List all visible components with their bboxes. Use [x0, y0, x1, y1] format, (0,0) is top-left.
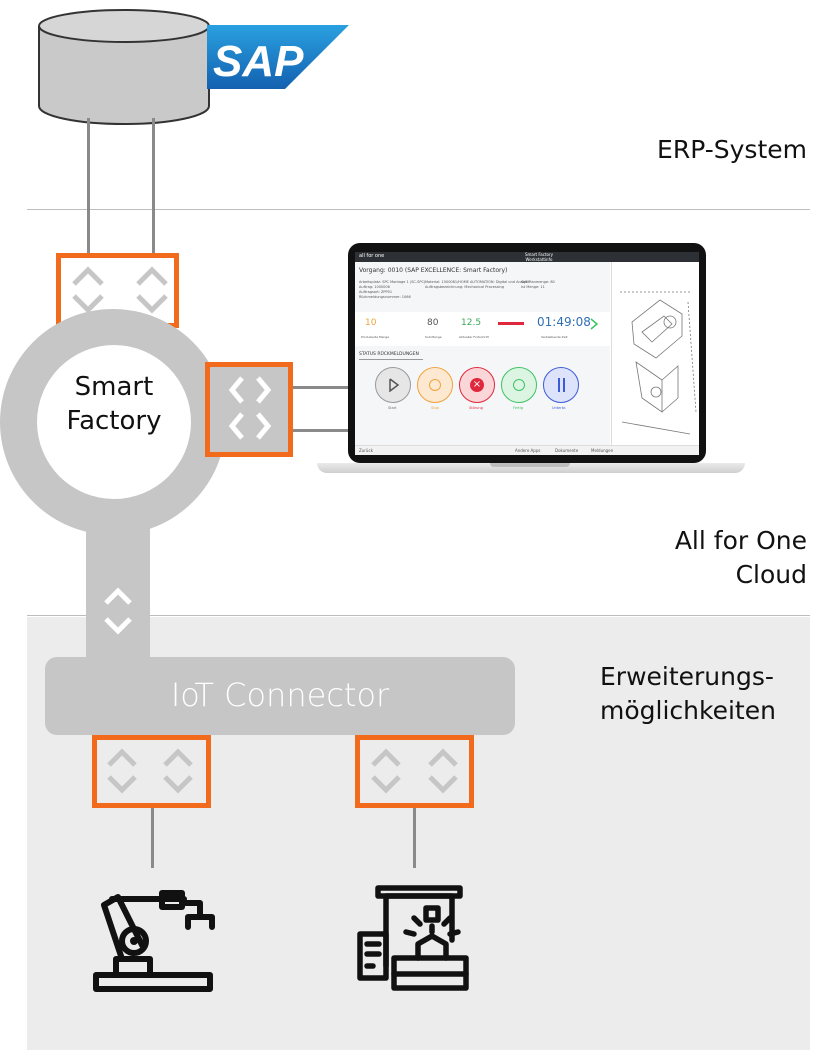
laptop-wire-bottom	[293, 429, 353, 432]
status-label-pause: Unterbr.	[552, 406, 567, 410]
kpi-produced-label: Produzierte Menge	[361, 335, 390, 339]
status-button-stop[interactable]	[417, 367, 453, 403]
details-col-1: Arbeitsplatz: SPC Montage 1 (SC-SPC) Auf…	[359, 280, 425, 300]
iot-connector-label: IoT Connector	[170, 676, 390, 714]
detail-line: Auftrag: 1000006	[359, 285, 390, 289]
side-connector-fill	[205, 362, 293, 457]
robot-connector	[92, 735, 211, 808]
section-underline	[359, 359, 423, 360]
kpi-target-label: Soll-Menge	[425, 335, 442, 339]
laptop-wire-top	[293, 386, 353, 389]
detail-line: Arbeitsplatz: SPC Montage 1 (SC-SPC)	[359, 280, 426, 284]
cloud-label-line2: Cloud	[735, 560, 807, 589]
status-label-error: Störung	[469, 406, 483, 410]
detail-line: Soll Planmenge: 80	[521, 280, 555, 284]
play-icon[interactable]	[589, 318, 599, 330]
printer-wire	[413, 808, 416, 868]
kpi-target-value: 80	[427, 318, 439, 328]
app-footer: Zurück Andere Apps Dokumente Meldungen	[355, 445, 699, 455]
pause-icon	[558, 378, 560, 392]
detail-line: Ist Menge: 11	[521, 285, 545, 289]
kpi-time-value: 01:49:08	[537, 315, 591, 329]
detail-line: Rückmeldungsnummer: 1066	[359, 295, 411, 299]
sap-logo: SAP	[207, 25, 349, 89]
detail-line: Material: 1500081/HOME AUTOMATION: Digit…	[425, 280, 531, 284]
laptop-screen: all for one Smart Factory Werkstattinfo …	[348, 243, 706, 463]
kpi-progress-value: 12.5	[461, 318, 482, 328]
kpi-progress-bar	[498, 322, 524, 325]
status-button-start[interactable]	[375, 367, 411, 403]
extensions-label-line1: Erweiterungs-	[600, 662, 774, 691]
cloud-divider	[27, 615, 810, 616]
kpi-time-label: Verbleibende Zeit	[541, 335, 568, 339]
drawing-pane	[611, 262, 699, 445]
detail-line: Auftragsbezeichnung: Mechanical Processi…	[425, 285, 504, 289]
laptop-base	[317, 463, 745, 473]
footer-link-docs[interactable]: Dokumente	[555, 448, 579, 453]
cloud-label-line1: All for One	[674, 526, 807, 555]
app-title-text: Smart Factory	[525, 252, 553, 257]
error-icon: ×	[470, 378, 484, 392]
app-brand: all for one	[359, 253, 385, 259]
status-button-pause[interactable]	[543, 367, 579, 403]
chevron-up-down-icon	[136, 266, 168, 314]
details-col-3: Soll Planmenge: 80 Ist Menge: 11	[521, 280, 555, 290]
details-col-2: Material: 1500081/HOME AUTOMATION: Digit…	[425, 280, 530, 290]
pause-icon	[563, 378, 565, 392]
kpi-produced-value: 10	[365, 318, 377, 328]
laptop-notch	[490, 463, 570, 467]
stop-icon	[429, 379, 441, 391]
detail-line: Auftragsart: ZPP01	[359, 290, 393, 294]
chevron-up-down-icon	[107, 748, 137, 794]
play-icon	[389, 378, 400, 392]
db-wire-left	[87, 118, 90, 258]
app-topbar: all for one Smart Factory Werkstattinfo	[355, 252, 699, 262]
robot-arm-icon	[93, 890, 215, 992]
cloud-connector	[205, 362, 293, 457]
back-link[interactable]: Zurück	[359, 448, 373, 453]
printer-connector	[355, 735, 474, 808]
3d-printer-icon	[357, 885, 469, 991]
footer-link-messages[interactable]: Meldungen	[591, 448, 614, 453]
app-subtitle-text: Werkstattinfo	[525, 257, 553, 262]
status-button-error[interactable]: ×	[459, 367, 495, 403]
technical-drawing	[620, 291, 697, 435]
erp-system-label: ERP-System	[657, 135, 807, 164]
done-icon	[513, 379, 525, 391]
smart-factory-label: Smart Factory	[37, 370, 191, 438]
svg-text:SAP: SAP	[213, 37, 304, 86]
chevron-up-down-icon	[428, 748, 458, 794]
iot-connector	[45, 657, 515, 735]
status-section-title: STATUS RÜCKMELDUNGEN	[359, 352, 419, 357]
extensions-label-line2: möglichkeiten	[600, 696, 776, 725]
status-label-done: Fertig	[513, 406, 523, 410]
chevron-up-down-icon	[104, 587, 132, 635]
database-icon	[38, 9, 210, 125]
status-button-done[interactable]	[501, 367, 537, 403]
extensions-label: Erweiterungs- möglichkeiten	[600, 660, 776, 728]
kpi-progress-label: Aktueller Fortschritt	[459, 335, 489, 339]
smart-factory-hub	[37, 345, 191, 499]
operation-heading: Vorgang: 0010 (SAP EXCELLENCE: Smart Fac…	[359, 267, 508, 274]
smart-factory-label-line2: Factory	[66, 406, 162, 436]
app-window: all for one Smart Factory Werkstattinfo …	[355, 252, 699, 455]
status-label-start: Start	[388, 406, 397, 410]
kpi-strip	[355, 312, 610, 346]
chevron-left-right-icon	[228, 376, 272, 440]
cloud-label: All for One Cloud	[675, 524, 807, 592]
db-wire-right	[152, 118, 155, 258]
app-title: Smart Factory Werkstattinfo	[525, 252, 553, 262]
chevron-up-down-icon	[371, 748, 401, 794]
robot-wire	[151, 808, 154, 868]
chevron-up-down-icon	[163, 748, 193, 794]
smart-factory-label-line1: Smart	[74, 372, 154, 402]
erp-divider	[27, 209, 810, 210]
status-label-stop: Stop	[431, 406, 439, 410]
chevron-up-down-icon	[72, 266, 104, 314]
operation-pane	[355, 262, 610, 445]
footer-link-apps[interactable]: Andere Apps	[515, 448, 541, 453]
